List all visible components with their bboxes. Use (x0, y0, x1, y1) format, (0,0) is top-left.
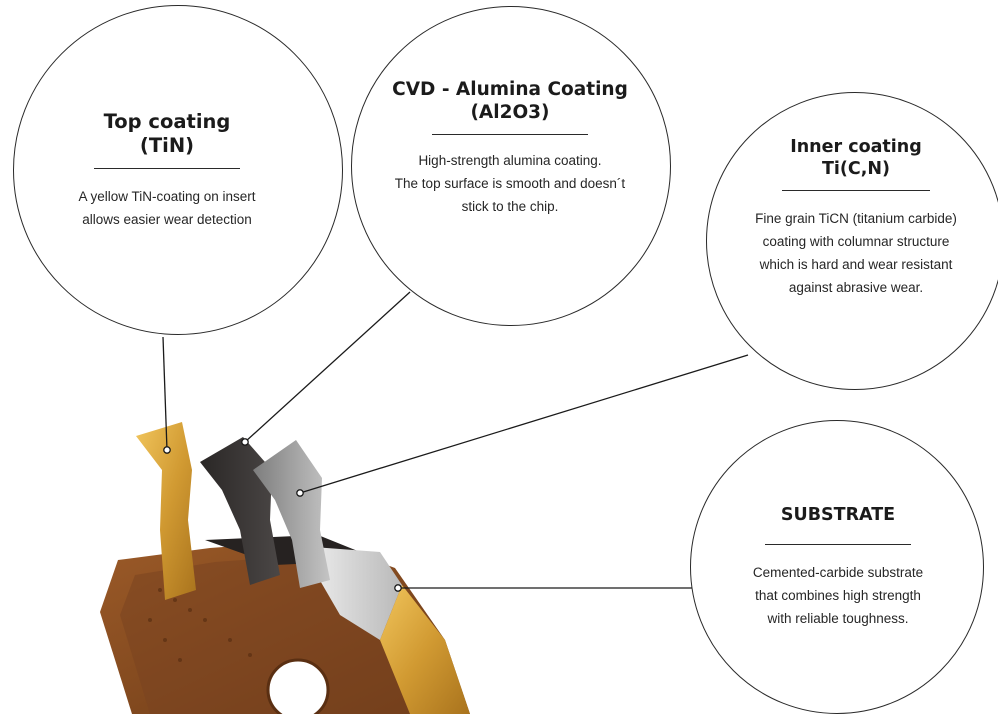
title-line: Inner coating (790, 137, 922, 157)
connector-inner (299, 354, 749, 494)
tin-layer-strip (136, 422, 196, 600)
layer-desc-inner: Fine grain TiCN (titanium carbide) coati… (718, 207, 994, 299)
desc-line: stick to the chip. (461, 199, 559, 215)
label-substrate: SUBSTRATE Cemented-carbide substrate tha… (700, 505, 976, 630)
layer-title-substrate: SUBSTRATE (700, 505, 976, 527)
bubble-cvd-coating (351, 6, 671, 326)
layer-title-top: Top coating (TiN) (38, 110, 296, 159)
desc-line: coating with columnar structure (762, 233, 950, 249)
title-rule (432, 134, 588, 136)
desc-line: with reliable toughness. (767, 610, 909, 626)
pointer-dot-cvd (241, 438, 249, 446)
label-top-coating: Top coating (TiN) A yellow TiN-coating o… (38, 110, 296, 231)
desc-line: High-strength alumina coating. (418, 153, 602, 169)
desc-line: allows easier wear detection (82, 211, 252, 227)
title-rule (765, 543, 911, 545)
bubble-top-coating (13, 5, 343, 335)
insert-body (100, 535, 470, 714)
desc-line: against abrasive wear. (788, 279, 924, 295)
desc-line: A yellow TiN-coating on insert (78, 188, 256, 204)
title-line: Top coating (103, 110, 231, 133)
desc-line: that combines high strength (755, 587, 921, 603)
title-line: CVD - Alumina Coating (392, 79, 628, 100)
layer-title-cvd: CVD - Alumina Coating (Al2O3) (370, 78, 650, 124)
bubble-inner-coating (706, 92, 998, 390)
desc-line: The top surface is smooth and doesn´t (394, 176, 626, 192)
layer-desc-top: A yellow TiN-coating on insert allows ea… (38, 185, 296, 231)
title-line: (Al2O3) (470, 102, 550, 124)
ticn-layer-strip (253, 440, 330, 588)
bubble-substrate (690, 420, 984, 714)
connector-top (162, 336, 168, 451)
connector-cvd (244, 291, 411, 443)
title-line: SUBSTRATE (780, 505, 896, 525)
title-rule (782, 189, 930, 191)
title-rule (94, 167, 240, 169)
desc-line: Cemented-carbide substrate (752, 564, 924, 580)
insert-hole (268, 660, 328, 714)
layer-title-inner: Inner coating Ti(C,N) (718, 137, 994, 181)
label-cvd-coating: CVD - Alumina Coating (Al2O3) High-stren… (370, 78, 650, 218)
desc-line: Fine grain TiCN (titanium carbide) (755, 210, 957, 226)
label-inner-coating: Inner coating Ti(C,N) Fine grain TiCN (t… (718, 137, 994, 299)
title-line: Ti(C,N) (821, 158, 891, 179)
pointer-dot-inner (296, 489, 304, 497)
pointer-dot-top (163, 446, 171, 454)
layer-desc-substrate: Cemented-carbide substrate that combines… (700, 561, 976, 630)
desc-line: which is hard and wear resistant (759, 256, 953, 272)
title-line: (TiN) (139, 134, 195, 158)
pointer-dot-substrate (394, 584, 402, 592)
layer-desc-cvd: High-strength alumina coating. The top s… (370, 149, 650, 218)
